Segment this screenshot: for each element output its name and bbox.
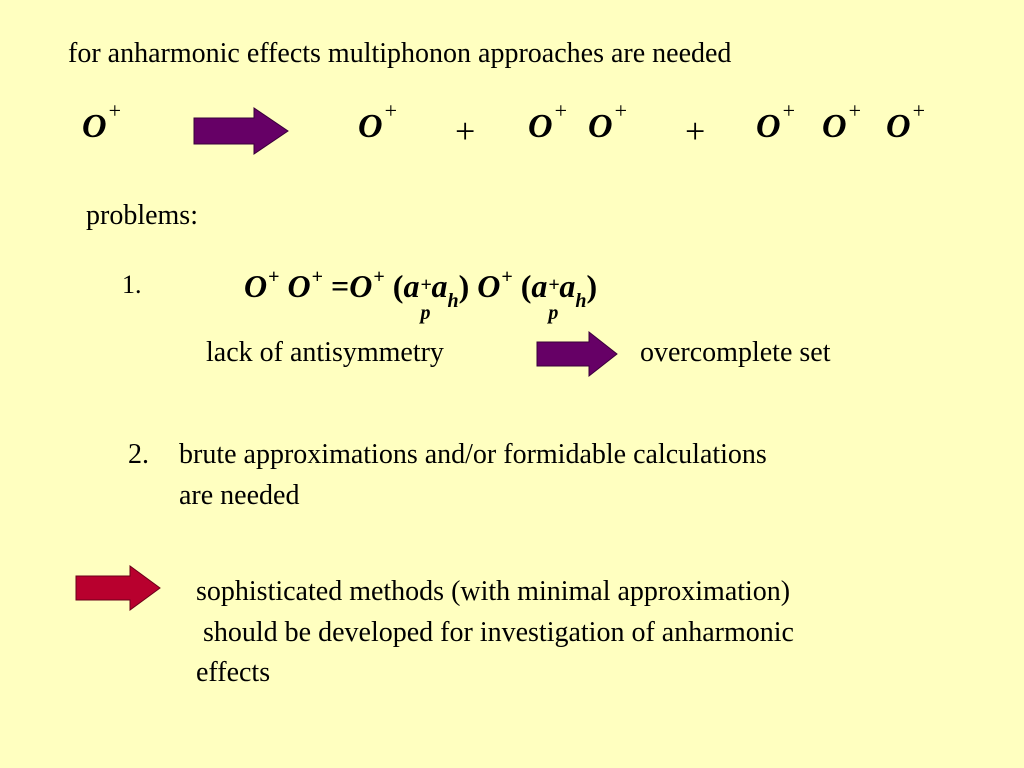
problem2-number: 2. <box>128 439 149 470</box>
overcomplete-text: overcomplete set <box>640 337 831 368</box>
lhs-operator: O+ <box>82 98 121 145</box>
antisymmetry-text: lack of antisymmetry <box>206 337 444 368</box>
problem1-number: 1. <box>122 270 142 299</box>
term2-operator-b: O+ <box>588 98 627 145</box>
conclusion-line3: effects <box>196 657 271 688</box>
right-arrow-icon <box>193 107 289 155</box>
problems-label: problems: <box>86 200 198 231</box>
heading-text: for anharmonic effects multiphonon appro… <box>68 38 732 69</box>
term3-operator-b: O+ <box>822 98 861 145</box>
term1-operator: O+ <box>358 98 397 145</box>
term2-operator-a: O+ <box>528 98 567 145</box>
plus-sign-1: + <box>455 111 476 151</box>
term3-operator-c: O+ <box>886 98 925 145</box>
plus-sign-2: + <box>685 111 706 151</box>
conclusion-line2: should be developed for investigation of… <box>196 617 794 648</box>
right-arrow-icon <box>536 330 618 378</box>
right-arrow-icon <box>75 565 161 611</box>
term3-operator-a: O+ <box>756 98 795 145</box>
problem2-line1: brute approximations and/or formidable c… <box>179 439 767 470</box>
problem2-line2: are needed <box>179 480 300 511</box>
conclusion-line1: sophisticated methods (with minimal appr… <box>196 576 791 607</box>
